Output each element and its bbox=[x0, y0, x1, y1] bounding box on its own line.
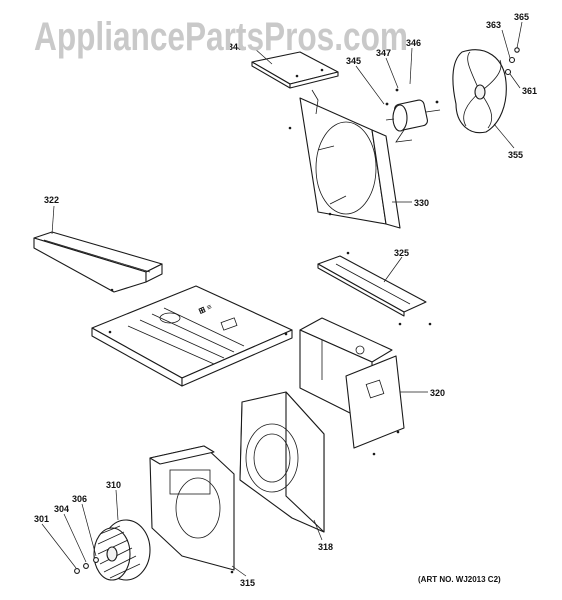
callout-355: 355 bbox=[508, 150, 523, 160]
callout-306: 306 bbox=[72, 494, 87, 504]
callout-325: 325 bbox=[394, 248, 409, 258]
callout-322: 322 bbox=[44, 195, 59, 205]
callout-347: 347 bbox=[376, 48, 391, 58]
part-348-cover-plate bbox=[251, 51, 339, 89]
part-322-duct-channel bbox=[33, 231, 163, 293]
callout-310: 310 bbox=[106, 480, 121, 490]
base-pan: ⊞ ≡ bbox=[91, 285, 293, 387]
part-325-mounting-bracket bbox=[317, 251, 432, 326]
leader-lines bbox=[41, 21, 523, 577]
part-355-fan-blade bbox=[452, 49, 507, 134]
fan-hardware bbox=[504, 47, 520, 76]
callout-365: 365 bbox=[514, 12, 529, 22]
part-315-blower-housing bbox=[149, 445, 235, 574]
callout-361: 361 bbox=[522, 86, 537, 96]
art-number: (ART NO. WJ2013 C2) bbox=[418, 575, 501, 584]
callout-330: 330 bbox=[414, 198, 429, 208]
blower-hardware bbox=[74, 557, 99, 574]
part-318-blower-scroll bbox=[239, 391, 325, 533]
callout-345: 345 bbox=[346, 56, 361, 66]
part-330-fan-shroud bbox=[288, 89, 401, 229]
watermark: AppliancePartsPros.com bbox=[34, 15, 408, 59]
part-310-blower-wheel bbox=[93, 519, 151, 581]
callout-320: 320 bbox=[430, 388, 445, 398]
callout-346: 346 bbox=[406, 38, 421, 48]
callout-318: 318 bbox=[318, 542, 333, 552]
callout-301: 301 bbox=[34, 514, 49, 524]
callout-labels: 365 363 348 347 346 345 361 355 330 322 … bbox=[34, 12, 537, 588]
callout-363: 363 bbox=[486, 20, 501, 30]
callout-315: 315 bbox=[240, 578, 255, 588]
part-345-fan-motor bbox=[385, 88, 441, 143]
callout-348: 348 bbox=[228, 42, 243, 52]
part-320-control-box bbox=[299, 317, 405, 456]
callout-304: 304 bbox=[54, 504, 69, 514]
